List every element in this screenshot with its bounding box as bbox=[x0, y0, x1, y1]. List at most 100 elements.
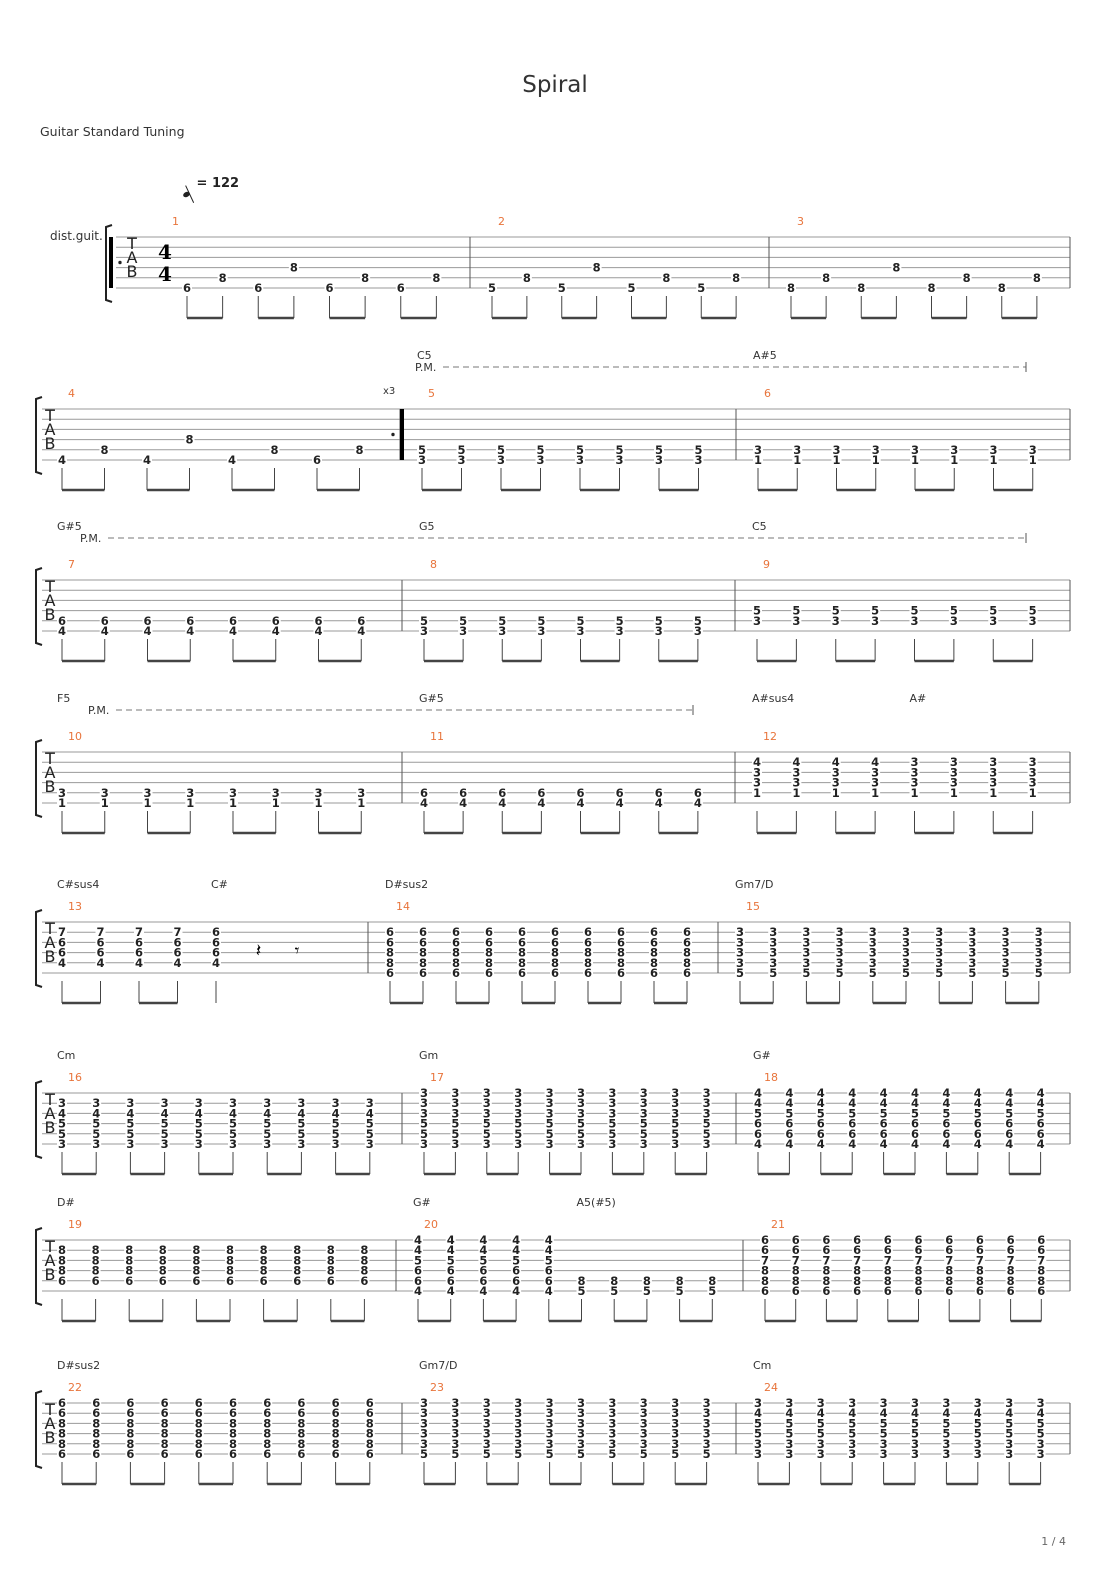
fret-number: 6 bbox=[942, 1117, 950, 1131]
fret-bg bbox=[753, 1108, 763, 1119]
fret-bg bbox=[910, 1128, 920, 1139]
fret-bg bbox=[830, 615, 841, 626]
fret-number: 3 bbox=[802, 946, 810, 960]
fret-bg bbox=[941, 1428, 952, 1439]
fret-bg bbox=[157, 1265, 168, 1276]
fret-number: 5 bbox=[785, 1106, 793, 1120]
fret-number: 6 bbox=[212, 946, 220, 960]
fret-bg bbox=[934, 968, 945, 978]
fret-bg bbox=[967, 957, 978, 968]
fret-number: 3 bbox=[1029, 614, 1037, 628]
chord-name: Cm bbox=[57, 1049, 75, 1062]
fret-number: 5 bbox=[576, 443, 584, 457]
fret-bg bbox=[967, 937, 978, 948]
fret-bg bbox=[821, 1255, 832, 1266]
instrument-name: dist.guit. bbox=[50, 229, 103, 243]
fret-bg bbox=[364, 1449, 375, 1459]
fret-number: 5 bbox=[1002, 966, 1010, 980]
fret-number: 5 bbox=[418, 443, 426, 457]
fret-bg bbox=[591, 262, 602, 273]
fret-number: 6 bbox=[976, 1243, 984, 1257]
fret-number: 6 bbox=[683, 935, 691, 949]
tab-clef-letter: A bbox=[45, 933, 56, 952]
fret-number: 3 bbox=[671, 1086, 679, 1100]
fret-bg bbox=[419, 1128, 429, 1139]
fret-bg bbox=[325, 1265, 336, 1276]
fret-number: 4 bbox=[414, 1284, 422, 1298]
fret-bg bbox=[57, 1275, 67, 1286]
fret-bg bbox=[191, 1245, 202, 1256]
fret-number: 8 bbox=[523, 271, 531, 285]
fret-number: 8 bbox=[297, 1416, 305, 1430]
fret-bg bbox=[191, 1275, 202, 1286]
fret-bg bbox=[57, 937, 67, 948]
fret-bg bbox=[497, 798, 508, 808]
fret-bg bbox=[867, 957, 878, 968]
fret-number: 8 bbox=[92, 1264, 100, 1278]
fret-number: 4 bbox=[1005, 1406, 1013, 1420]
fret-number: 1 bbox=[832, 786, 840, 800]
fret-number: 5 bbox=[832, 604, 840, 618]
fret-number: 4 bbox=[911, 1096, 919, 1110]
fret-number: 3 bbox=[195, 1137, 203, 1151]
fret-bg bbox=[57, 787, 67, 798]
fret-bg bbox=[815, 1408, 826, 1419]
fret-bg bbox=[661, 272, 672, 283]
fret-number: 3 bbox=[703, 1406, 711, 1420]
fret-number: 3 bbox=[1029, 755, 1037, 769]
fret-number: 3 bbox=[968, 925, 976, 939]
fret-bg bbox=[910, 1098, 920, 1109]
fret-number: 7 bbox=[853, 1253, 861, 1267]
fret-number: 3 bbox=[451, 1437, 459, 1451]
fret-bg bbox=[511, 1255, 522, 1266]
tab-clef-letter: B bbox=[45, 1118, 56, 1137]
fret-number: 3 bbox=[459, 624, 467, 638]
fret-number: 3 bbox=[577, 1096, 585, 1110]
fret-bg bbox=[760, 1235, 770, 1245]
fret-bg bbox=[682, 957, 692, 968]
fret-bg bbox=[878, 1128, 889, 1139]
fret-number: 4 bbox=[96, 956, 104, 970]
fret-bg bbox=[330, 1118, 341, 1129]
fret-number: 6 bbox=[195, 1396, 203, 1410]
fret-number: 1 bbox=[753, 786, 761, 800]
fret-bg bbox=[513, 1139, 524, 1149]
fret-number: 6 bbox=[485, 925, 493, 939]
fret-bg bbox=[1036, 1275, 1047, 1286]
fret-number: 3 bbox=[793, 443, 801, 457]
tab-clef-letter: A bbox=[45, 1251, 56, 1270]
fret-number: 6 bbox=[848, 1117, 856, 1131]
fret-bg bbox=[90, 1275, 101, 1286]
fret-number: 4 bbox=[545, 1243, 553, 1257]
fret-number: 8 bbox=[290, 261, 298, 275]
fret-number: 5 bbox=[703, 1447, 711, 1461]
fret-number: 4 bbox=[880, 1137, 888, 1151]
fret-number: 4 bbox=[754, 1137, 762, 1151]
measure-number: 5 bbox=[428, 387, 435, 400]
palm-mute-label: P.M. bbox=[88, 704, 109, 717]
fret-number: 4 bbox=[366, 1106, 374, 1120]
repeat-bar bbox=[400, 409, 404, 460]
fret-number: 4 bbox=[459, 796, 467, 810]
fret-bg bbox=[870, 444, 881, 455]
fret-number: 6 bbox=[297, 1406, 305, 1420]
fret-number: 8 bbox=[161, 1437, 169, 1451]
fret-bg bbox=[159, 1128, 170, 1139]
fret-number: 3 bbox=[911, 443, 919, 457]
system-bracket bbox=[35, 909, 43, 988]
fret-bg bbox=[445, 1235, 456, 1245]
fret-bg bbox=[753, 1128, 763, 1139]
fret-number: 3 bbox=[785, 1396, 793, 1410]
fret-bg bbox=[614, 798, 625, 808]
fret-bg bbox=[57, 1408, 67, 1419]
chord-name: G# bbox=[753, 1049, 771, 1062]
fret-bg bbox=[670, 1098, 681, 1109]
fret-bg bbox=[125, 1438, 136, 1449]
fret-number: 6 bbox=[92, 1406, 100, 1420]
fret-number: 6 bbox=[754, 1117, 762, 1131]
fret-bg bbox=[972, 1438, 983, 1449]
fret-bg bbox=[125, 1118, 136, 1129]
fret-bg bbox=[487, 283, 497, 293]
tab-clef-letter: T bbox=[44, 577, 55, 596]
fret-number: 5 bbox=[1037, 1427, 1045, 1441]
